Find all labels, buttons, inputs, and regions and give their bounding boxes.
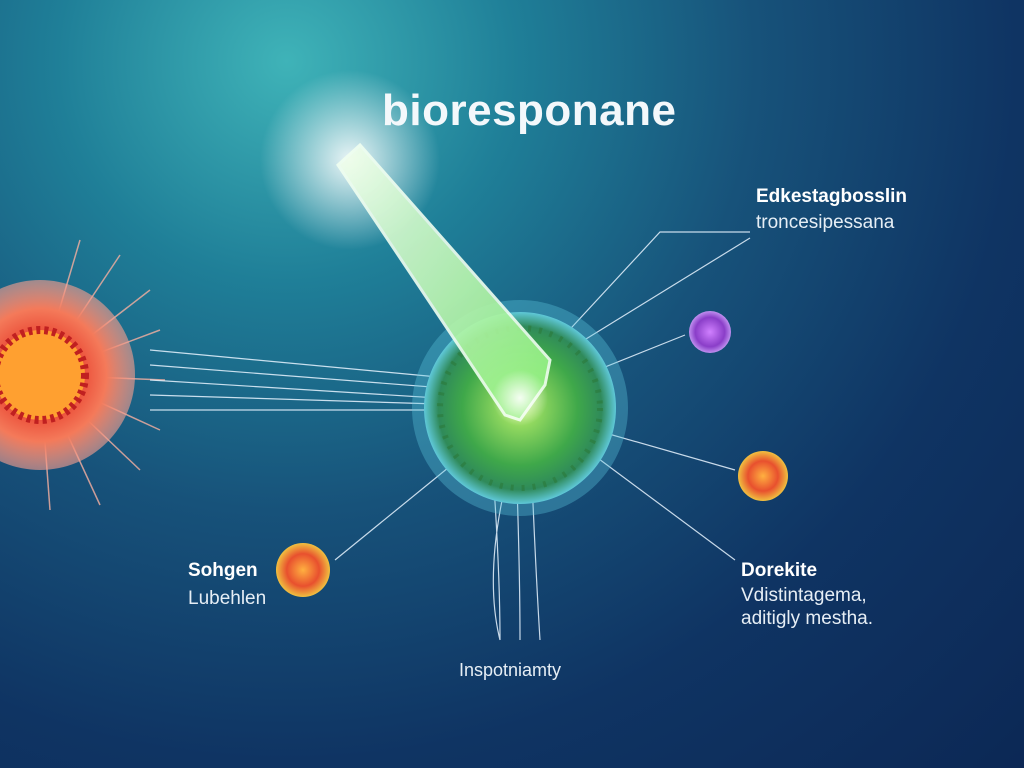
orange-cell-left — [276, 543, 330, 597]
label-left-sub: Lubehlen — [188, 588, 267, 609]
burst-cell — [0, 239, 166, 511]
label-right-sub1: Vdistintagema, — [741, 585, 867, 606]
label-right-heading: Dorekite — [741, 560, 818, 581]
label-right-sub2: aditigly mestha. — [741, 608, 874, 629]
label-top-right-sub: troncesipessana — [756, 212, 895, 233]
label-bottom: Inspotniamty — [459, 660, 562, 680]
label-top-right-heading: Edkestagbosslin — [756, 186, 907, 207]
diagram-title: bioresponane — [382, 86, 677, 135]
label-left-heading: Sohgen — [188, 560, 258, 581]
orange-cell-right — [738, 451, 788, 501]
purple-cell — [689, 311, 731, 353]
